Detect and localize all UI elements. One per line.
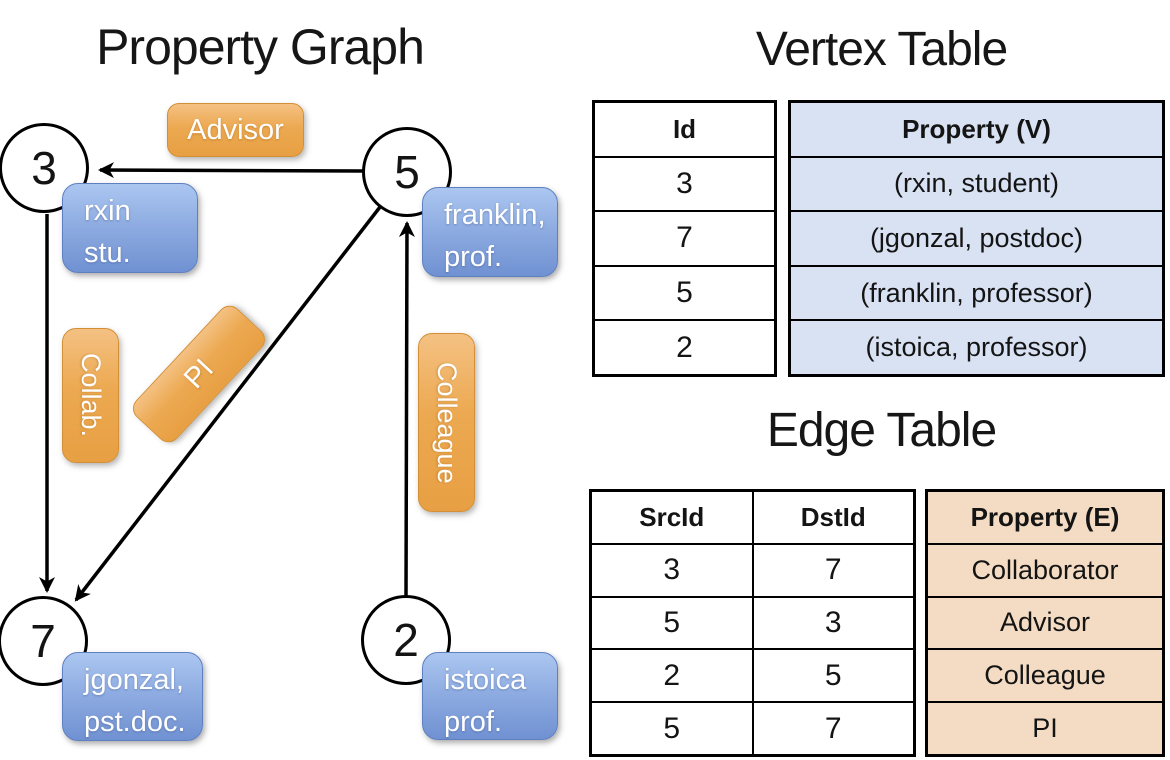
edge-srcid-cell: 2 [592, 648, 752, 701]
edge-table-dstid-column: DstId 7 3 5 7 [751, 492, 913, 754]
vertex-id-cell: 2 [595, 319, 774, 374]
graph-title: Property Graph [96, 19, 425, 75]
vertex-property-line: jgonzal, [84, 664, 184, 696]
edge-label-colleague: Colleague [418, 333, 475, 512]
edge-srcid-cell: 5 [592, 701, 752, 754]
edge-property-cell: Advisor [928, 595, 1162, 649]
node-id: 7 [30, 615, 56, 667]
node-id: 2 [393, 614, 419, 666]
edge-table-header-srcid: SrcId [639, 501, 705, 532]
edge-label-advisor: Advisor [167, 103, 304, 157]
edge-srcid-cell: 5 [592, 595, 752, 649]
edge-line-pi [74, 205, 382, 602]
vertex-id-cell: 7 [595, 210, 774, 265]
vertex-property-line: prof. [444, 706, 503, 739]
vertex-property-cell: (jgonzal, postdoc) [791, 210, 1162, 265]
vertex-property-line: stu. [84, 237, 131, 270]
node-id: 5 [394, 146, 420, 198]
graph-edges [39, 162, 415, 602]
vertex-property-line: prof. [444, 241, 503, 274]
vertex-id-cell: 3 [595, 155, 774, 211]
edge-table-title: Edge Table [766, 404, 997, 457]
edge-property-cell: Collaborator [928, 542, 1162, 596]
vertex-property-line: rxin [84, 195, 131, 227]
vertex-table-header-id: Id [672, 113, 697, 144]
tables-panel: Vertex Table Id 3 7 5 2 Property (V) (rx… [585, 0, 1170, 760]
vertex-table-title: Vertex Table [755, 23, 1008, 76]
vertex-property-line: istoica [444, 664, 527, 696]
vertex-property-box-rxin: rxin stu. [62, 183, 198, 273]
vertex-property-box-istoica: istoica prof. [422, 652, 558, 740]
node-id: 3 [31, 142, 57, 194]
vertex-property-cell: (rxin, student) [791, 155, 1162, 211]
edge-table-srcid-column: SrcId 3 5 2 5 [592, 492, 752, 754]
vertex-property-line: pst.doc. [84, 706, 186, 739]
vertex-property-line: franklin, [444, 199, 546, 231]
edge-table-property-column: Property (E) Collaborator Advisor Collea… [925, 489, 1165, 757]
edge-line-advisor [98, 162, 364, 179]
edge-property-cell: PI [928, 701, 1162, 754]
edge-label-collab: Collab. [62, 328, 119, 463]
edge-dstid-cell: 3 [753, 595, 913, 649]
edge-property-cell: Colleague [928, 648, 1162, 701]
vertex-id-cell: 5 [595, 264, 774, 320]
vertex-table-id-column: Id 3 7 5 2 [592, 100, 777, 377]
edge-table-id-columns: SrcId 3 5 2 5 DstId 7 3 5 7 [589, 489, 916, 757]
vertex-table-property-column: Property (V) (rxin, student) (jgonzal, p… [788, 100, 1165, 377]
vertex-property-box-jgonzal: jgonzal, pst.doc. [62, 652, 203, 741]
vertex-property-cell: (istoica, professor) [791, 319, 1162, 374]
edge-line-colleague [398, 221, 415, 597]
graph-node-2: 2 [361, 595, 451, 685]
edge-table-header-property: Property (E) [970, 501, 1120, 532]
edge-dstid-cell: 7 [753, 701, 913, 754]
edge-dstid-cell: 7 [753, 542, 913, 596]
property-graph-panel: Property Graph 3 5 7 2 rxin stu. frankli… [0, 19, 558, 741]
vertex-property-cell: (franklin, professor) [791, 264, 1162, 320]
edge-srcid-cell: 3 [592, 542, 752, 596]
edge-dstid-cell: 5 [753, 648, 913, 701]
vertex-property-box-franklin: franklin, prof. [422, 187, 558, 277]
edge-table-header-dstid: DstId [800, 501, 866, 532]
vertex-table-header-property: Property (V) [902, 113, 1051, 144]
graph-node-5: 5 [362, 127, 452, 217]
